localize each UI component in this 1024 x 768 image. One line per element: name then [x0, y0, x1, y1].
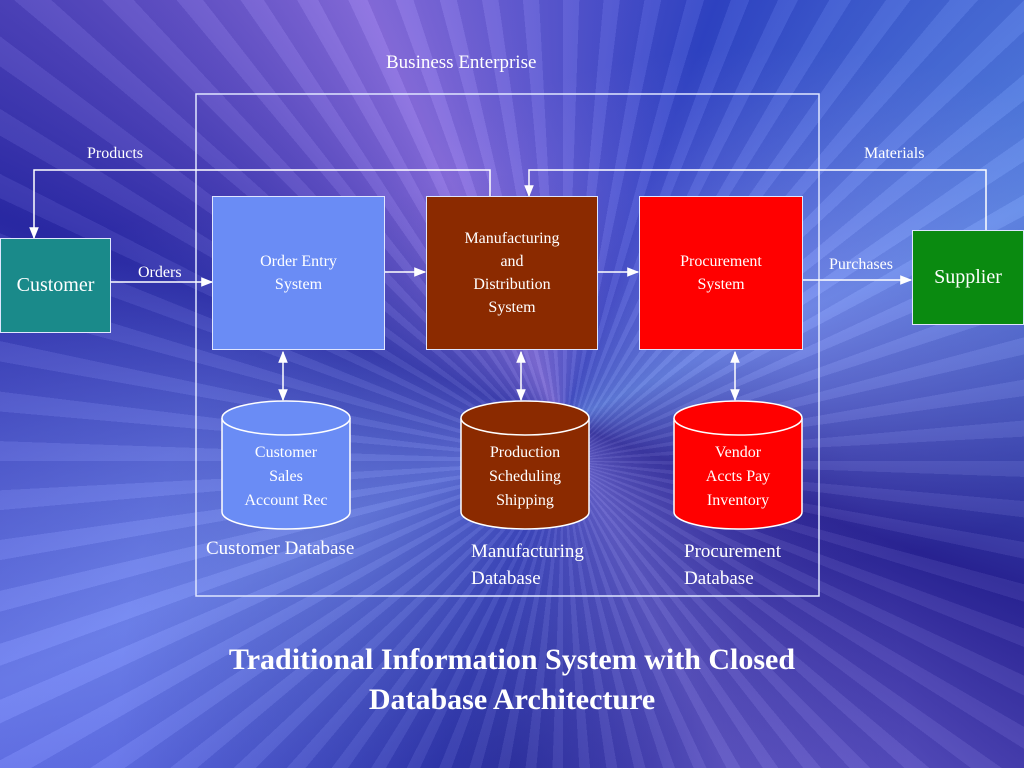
order-entry-line-1: Order Entry: [260, 253, 337, 270]
procurement-line-1: Procurement: [680, 253, 762, 270]
manufacturing-database-cylinder: [460, 400, 590, 530]
cdb-line-3: Account Rec: [244, 492, 328, 509]
enterprise-boundary: [195, 93, 820, 597]
pdb-caption-line-1: Procurement: [684, 541, 782, 562]
mdb-line-2: Scheduling: [489, 468, 561, 485]
manufacturing-database-contents: Production Scheduling Shipping: [461, 441, 589, 513]
slide-title: Traditional Information System with Clos…: [0, 640, 1024, 720]
order-entry-system-box: Order Entry System: [212, 196, 385, 350]
mdb-line-3: Shipping: [496, 492, 554, 509]
products-flow-line: [29, 169, 491, 240]
cdb-line-2: Sales: [269, 468, 303, 485]
pdb-line-1: Vendor: [714, 444, 762, 461]
purchases-label: Purchases: [829, 256, 893, 273]
procurement-database-cylinder: [673, 400, 803, 530]
supplier-box: Supplier: [912, 230, 1024, 325]
supplier-label: Supplier: [934, 266, 1002, 288]
customer-box: Customer: [0, 238, 111, 333]
manufacturing-system-box: Manufacturing and Distribution System: [426, 196, 598, 350]
pdb-caption-line-2: Database: [684, 568, 754, 589]
customer-database-caption: Customer Database: [206, 538, 355, 559]
slide-title-line-2: Database Architecture: [368, 683, 656, 716]
products-label: Products: [87, 145, 143, 162]
slide-title-line-1: Traditional Information System with Clos…: [228, 643, 796, 676]
manufacturing-line-2: and: [500, 253, 524, 270]
procurement-database-contents: Vendor Accts Pay Inventory: [674, 441, 802, 513]
order-entry-line-2: System: [274, 276, 323, 293]
customer-label: Customer: [16, 274, 95, 296]
procurement-system-box: Procurement System: [639, 196, 803, 350]
customer-database-contents: Customer Sales Account Rec: [222, 441, 350, 513]
manufacturing-line-4: System: [488, 299, 536, 316]
mdb-caption-line-1: Manufacturing: [471, 541, 584, 562]
materials-label: Materials: [864, 145, 925, 162]
mdb-caption-line-2: Database: [471, 568, 541, 589]
materials-flow-line: [524, 169, 987, 230]
pdb-line-2: Accts Pay: [705, 468, 771, 485]
procurement-database-caption: Procurement Database: [684, 538, 781, 592]
orders-label: Orders: [138, 264, 182, 281]
pdb-line-3: Inventory: [706, 492, 770, 509]
cdb-line-1: Customer: [254, 444, 318, 461]
manufacturing-line-3: Distribution: [473, 276, 551, 293]
customer-database-cylinder: [221, 400, 351, 530]
mdb-line-1: Production: [489, 444, 561, 461]
manufacturing-line-1: Manufacturing: [464, 230, 560, 247]
procurement-line-2: System: [697, 276, 745, 293]
enterprise-label: Business Enterprise: [386, 52, 537, 73]
manufacturing-database-caption: Manufacturing Database: [471, 538, 584, 592]
